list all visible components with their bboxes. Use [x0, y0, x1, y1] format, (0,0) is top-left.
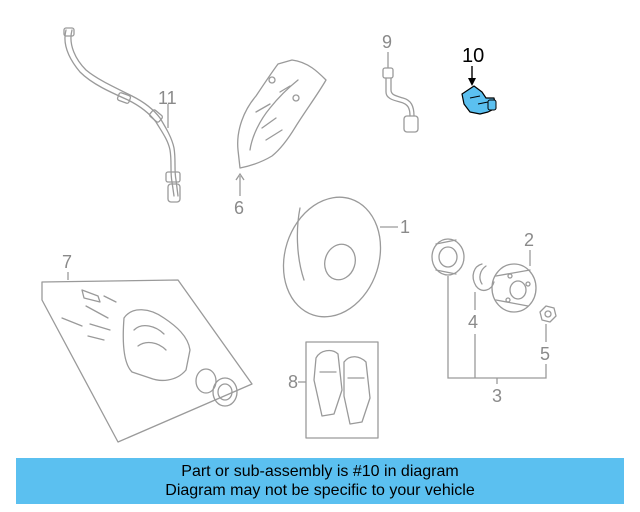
callout-11: 11 [158, 88, 177, 108]
brake-pads-part[interactable] [305, 341, 379, 439]
parts-diagram: 11 6 9 10 1 [41, 27, 557, 443]
callout-6: 6 [234, 198, 244, 218]
brake-hose-part[interactable] [382, 67, 419, 133]
callout-5: 5 [540, 344, 550, 364]
callout-1: 1 [400, 217, 410, 237]
callout-4: 4 [468, 312, 478, 332]
callout-9: 9 [382, 32, 392, 52]
hub-nut-part[interactable] [539, 305, 557, 323]
banner-line-disclaimer: Diagram may not be specific to your vehi… [165, 482, 475, 499]
banner-line-part-number: Part or sub-assembly is #10 in diagram [181, 463, 459, 480]
abs-sensor-wire-part[interactable] [63, 27, 181, 203]
callout-8: 8 [288, 372, 298, 392]
callout-10: 10 [462, 45, 484, 67]
snap-ring-part[interactable] [472, 263, 495, 292]
wheel-hub-part[interactable] [491, 263, 537, 313]
wheel-bearing-part[interactable] [431, 238, 465, 276]
caliper-assembly-part[interactable] [41, 279, 253, 443]
brake-rotor-part[interactable] [268, 184, 395, 329]
callout-3: 3 [492, 386, 502, 406]
dust-shield-part[interactable] [237, 59, 327, 169]
info-banner: Part or sub-assembly is #10 in diagram D… [16, 458, 624, 504]
callout-2: 2 [524, 230, 534, 250]
callout-7: 7 [62, 252, 72, 272]
wheel-speed-sensor-part[interactable] [461, 85, 497, 115]
